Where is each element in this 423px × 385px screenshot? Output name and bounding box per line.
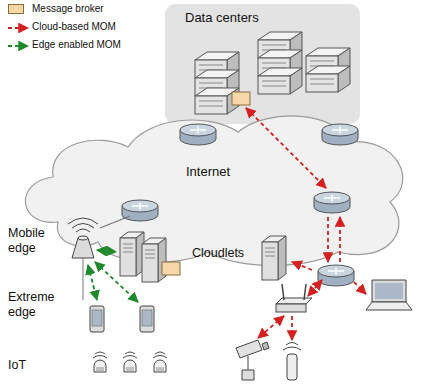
router-symbols bbox=[122, 124, 358, 221]
iot-sensor bbox=[93, 352, 107, 372]
phone bbox=[90, 306, 104, 332]
cloud-mom-arrows bbox=[258, 217, 366, 340]
cloud-label: Internet bbox=[186, 164, 230, 179]
legend-swatch bbox=[8, 4, 24, 14]
tier-label-box: Mobile edge bbox=[8, 226, 64, 256]
tier-label-box: Extreme edge bbox=[8, 290, 66, 320]
tier-label: Extreme edge bbox=[8, 290, 66, 320]
legend-line-red bbox=[8, 27, 28, 29]
iot-sensor bbox=[123, 352, 137, 372]
iot-sensor bbox=[153, 352, 167, 372]
camera bbox=[236, 340, 269, 380]
laptop bbox=[366, 280, 412, 310]
message-broker bbox=[232, 92, 250, 105]
legend: Message brokerCloud-based MOM Edge enable… bbox=[6, 2, 156, 62]
edge-mom-arrows bbox=[88, 250, 138, 302]
legend-row: Edge enabled MOM bbox=[6, 38, 156, 56]
region-label: Data centers bbox=[185, 10, 259, 25]
cloudlet-label-box: Cloudlets bbox=[192, 246, 258, 261]
legend-text: Edge enabled MOM bbox=[32, 39, 121, 50]
legend-row: Message broker bbox=[6, 2, 156, 20]
legend-text: Message broker bbox=[32, 3, 104, 14]
message-broker bbox=[162, 262, 180, 275]
router-symbol bbox=[318, 265, 354, 286]
iot-sensor bbox=[283, 343, 301, 381]
tier-label-box: IoT bbox=[8, 358, 48, 373]
data-center-servers bbox=[195, 32, 350, 114]
cloudlet-server bbox=[262, 236, 286, 280]
phone bbox=[140, 306, 154, 332]
tier-label: IoT bbox=[8, 358, 48, 373]
legend-row: Cloud-based MOM bbox=[6, 20, 156, 38]
cloud-shape bbox=[25, 116, 402, 266]
cloudlet-label: Cloudlets bbox=[192, 246, 258, 261]
tier-label: Mobile edge bbox=[8, 226, 64, 256]
legend-line-green bbox=[8, 45, 28, 47]
cloud-mom-arrow bbox=[246, 108, 326, 188]
legend-text: Cloud-based MOM bbox=[32, 21, 116, 32]
cloudlet-server bbox=[120, 232, 144, 276]
wifi-router bbox=[276, 284, 312, 312]
